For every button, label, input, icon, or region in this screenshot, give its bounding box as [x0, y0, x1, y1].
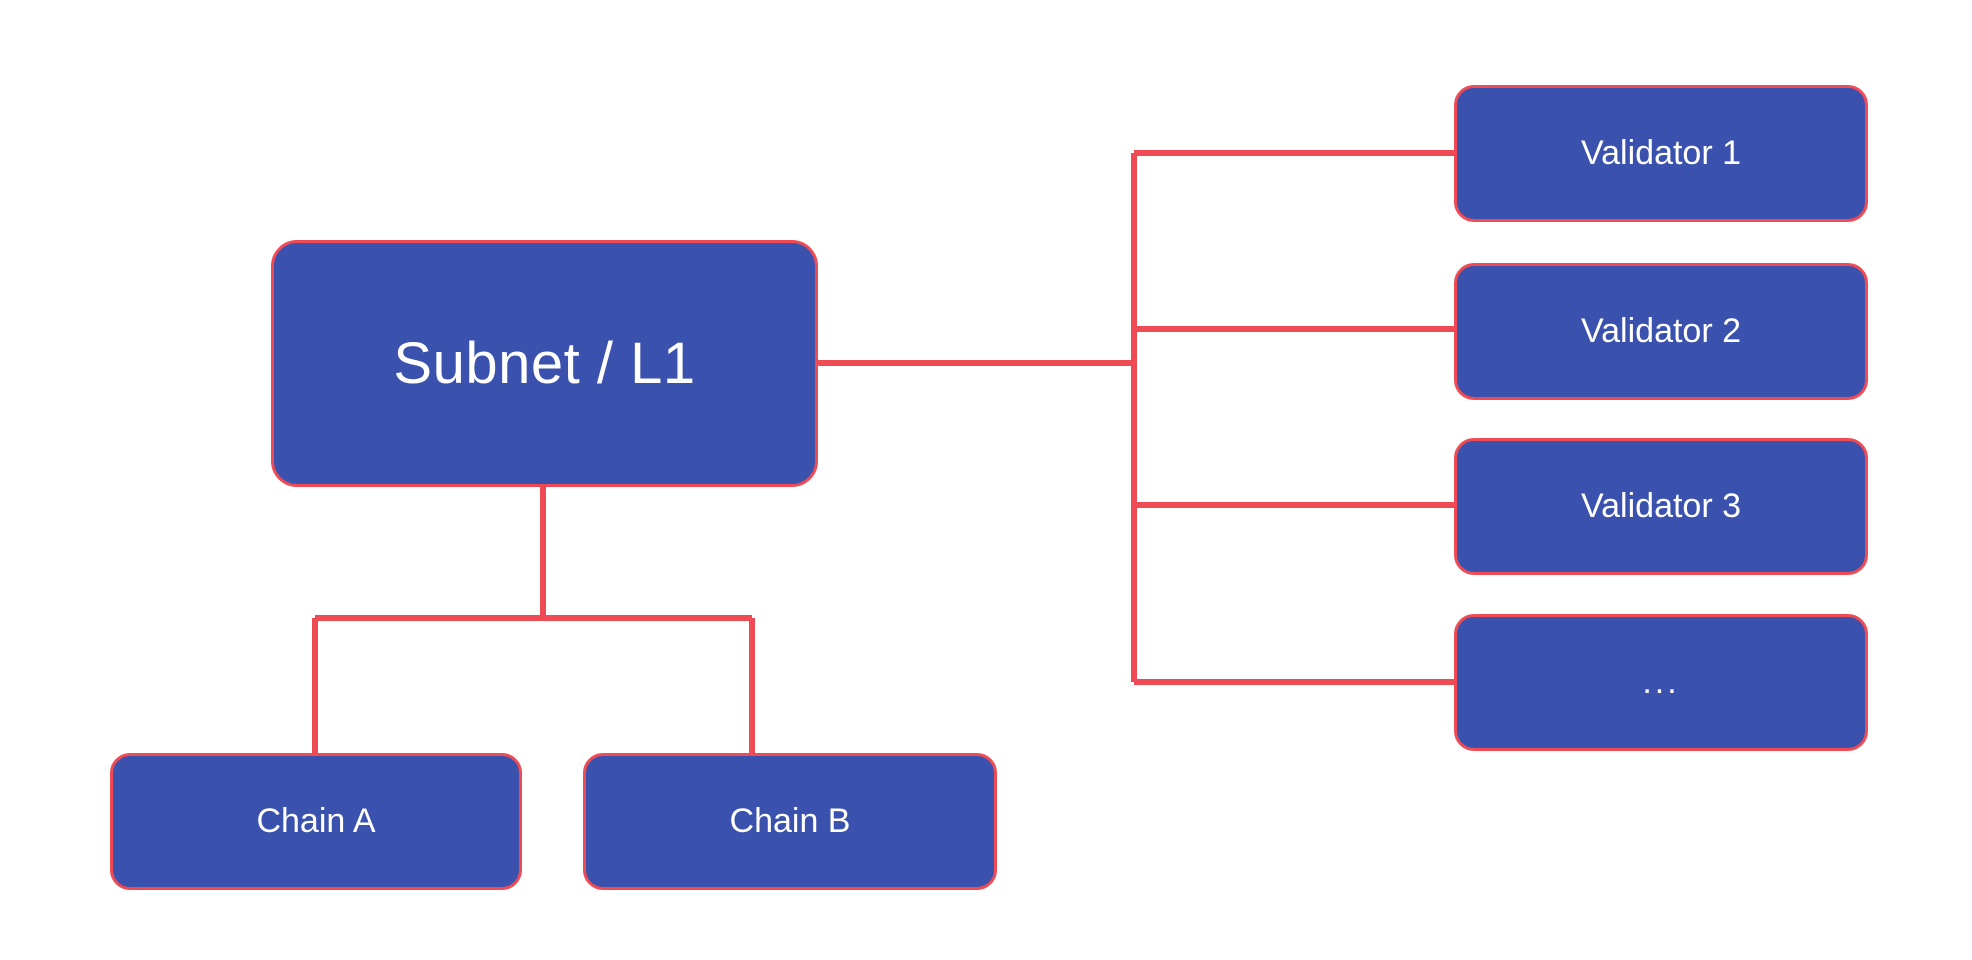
node-validator-3[interactable]: Validator 3 — [1454, 438, 1868, 575]
node-subnet-l1-label: Subnet / L1 — [393, 330, 696, 396]
node-chain-a-label: Chain A — [256, 801, 376, 840]
node-validator-1-label: Validator 1 — [1580, 133, 1742, 172]
node-validator-1[interactable]: Validator 1 — [1454, 85, 1868, 222]
node-validator-2-label: Validator 2 — [1580, 311, 1742, 350]
node-validator-3-label: Validator 3 — [1580, 486, 1742, 525]
node-validator-more[interactable]: ... — [1454, 614, 1868, 751]
node-validator-2[interactable]: Validator 2 — [1454, 263, 1868, 400]
node-validator-more-label: ... — [1642, 662, 1680, 701]
node-chain-a[interactable]: Chain A — [110, 753, 522, 890]
node-chain-b-label: Chain B — [729, 801, 851, 840]
node-subnet-l1[interactable]: Subnet / L1 — [271, 240, 818, 487]
node-chain-b[interactable]: Chain B — [583, 753, 997, 890]
